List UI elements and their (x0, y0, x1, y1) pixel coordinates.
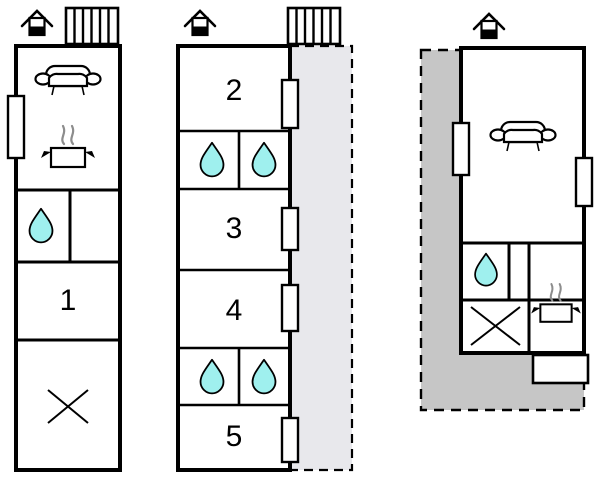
house-door-icon (183, 9, 217, 37)
house-door-icon (20, 9, 54, 37)
cross-icon (47, 389, 89, 424)
building-right-outline (459, 46, 586, 355)
cross-icon (470, 306, 521, 346)
terrace-area (288, 44, 354, 472)
balcony-railing-icon (286, 6, 342, 46)
room-label-2: 2 (226, 74, 243, 107)
building-left-outline (14, 44, 122, 472)
balcony-railing-icon (64, 6, 120, 46)
window-left-wall (451, 121, 471, 177)
window-room-3 (280, 206, 300, 252)
room-label-5: 5 (226, 420, 243, 453)
window-room-2 (280, 78, 300, 130)
building-middle: 2 3 4 5 (176, 6, 354, 472)
window-right-wall (574, 156, 594, 208)
room-label-3: 3 (226, 212, 243, 245)
counter-icon (531, 353, 590, 385)
window-room-4 (280, 283, 300, 333)
room-label-1: 1 (60, 284, 77, 317)
window-left-wall (6, 94, 26, 160)
building-left: 1 (6, 6, 122, 472)
building-right (419, 12, 594, 412)
window-room-5 (280, 416, 300, 464)
room-label-4: 4 (226, 294, 243, 327)
building-middle-outline (176, 44, 292, 472)
house-door-icon (472, 12, 506, 40)
